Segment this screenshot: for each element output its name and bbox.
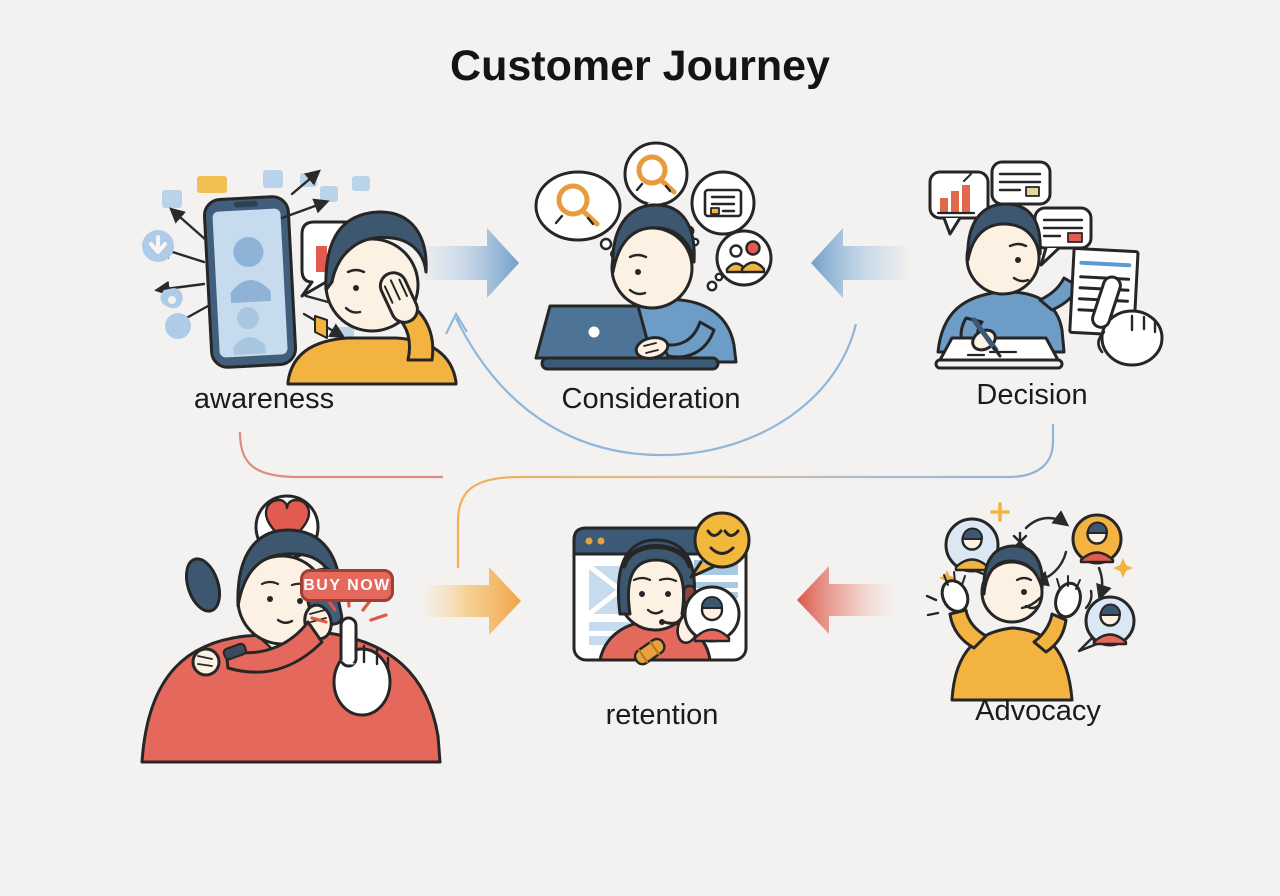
stage-label-decision: Decision	[976, 379, 1088, 411]
page-title: Customer Journey	[450, 42, 830, 90]
pen-icon	[971, 317, 1002, 358]
awareness-illustration	[142, 169, 458, 386]
stage-label-consideration: Consideration	[561, 383, 741, 415]
pointing-hand-icon	[1091, 275, 1164, 367]
retention-agent	[598, 538, 712, 666]
decision-illustration	[928, 160, 1164, 370]
connector-curves	[238, 311, 1055, 568]
writing-desk	[934, 336, 1064, 370]
flag-icon	[314, 315, 328, 339]
smiley-bubble-icon	[689, 511, 751, 579]
awareness-person	[286, 210, 458, 386]
consideration-illustration	[534, 141, 773, 371]
smartphone-icon	[202, 195, 298, 369]
typing-hand	[634, 336, 670, 360]
people-bubble-icon	[715, 229, 773, 287]
loopback-curve	[455, 317, 858, 457]
document-bubble-icon	[690, 170, 756, 236]
purchase-woman	[140, 528, 442, 764]
avatar-bubble-icon	[683, 585, 741, 643]
avatar-circle-icon-2	[1071, 513, 1123, 565]
bar-chart-bubble-icon	[928, 170, 990, 236]
avatar-circle-icon-3	[1077, 595, 1136, 653]
advocacy-person	[925, 544, 1093, 702]
buy-now-button: BUY NOW	[300, 569, 394, 602]
message-bubble-icon-2	[1033, 206, 1093, 267]
arrow-advocacy-to-retention	[797, 566, 893, 634]
purchase-illustration	[140, 494, 442, 764]
cursor-hand-icon	[332, 616, 392, 717]
retention-illustration	[572, 511, 751, 666]
blob-and-dot-icons	[160, 288, 191, 339]
stage-label-advocacy: Advocacy	[975, 695, 1101, 727]
arrow-decision-to-consideration	[811, 228, 908, 298]
loopback-arrowhead	[445, 311, 468, 335]
arrow-purchase-to-retention	[424, 567, 521, 635]
decision-to-purchase-curve	[456, 424, 1055, 568]
download-badge-icon	[142, 230, 174, 262]
handheld-item	[633, 637, 666, 666]
stage-label-retention: retention	[605, 699, 719, 731]
arrow-awareness-to-consideration	[420, 228, 519, 298]
stage-label-awareness: awareness	[193, 383, 335, 415]
advocacy-illustration	[925, 502, 1136, 702]
awareness-down-curve	[238, 431, 443, 479]
search-bubble-icon	[534, 170, 622, 242]
